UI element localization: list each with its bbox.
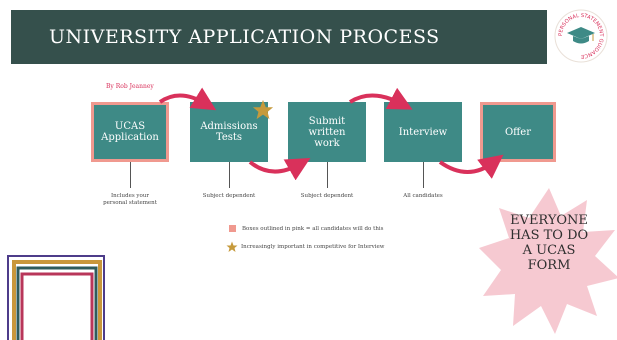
title-bar: UNIVERSITY APPLICATION PROCESS bbox=[11, 10, 547, 64]
note-interview: All candidates bbox=[403, 193, 443, 199]
note-tests: Subject dependent bbox=[202, 193, 256, 199]
callout-text: EVERYONE HAS TO DO A UCAS FORM bbox=[509, 213, 589, 273]
legend-pink: Boxes outlined in pink = all candidates … bbox=[229, 225, 383, 232]
page-title: UNIVERSITY APPLICATION PROCESS bbox=[49, 26, 440, 48]
stem-tests bbox=[229, 162, 230, 188]
step-admissions-tests: Admissions Tests bbox=[190, 102, 268, 162]
step-submit-written-work: Submit written work bbox=[288, 102, 366, 162]
star-icon bbox=[226, 241, 238, 252]
starburst-shape bbox=[479, 188, 617, 334]
note-written: Subject dependent bbox=[300, 193, 354, 199]
arrow-written-to-interview bbox=[348, 87, 413, 110]
stem-written bbox=[327, 162, 328, 188]
arrow-tests-to-written bbox=[248, 158, 311, 181]
stem-ucas bbox=[130, 162, 131, 188]
corner-stripes bbox=[7, 255, 105, 340]
star-icon bbox=[252, 99, 274, 120]
stem-interview bbox=[423, 162, 424, 188]
graduation-cap-icon bbox=[567, 27, 595, 44]
step-interview: Interview bbox=[384, 102, 462, 162]
pink-swatch bbox=[229, 225, 236, 232]
note-ucas: Includes your personal statement bbox=[103, 193, 157, 206]
logo: PERSONAL STATEMENT GUIDANCE bbox=[554, 9, 608, 63]
legend-pink-text: Boxes outlined in pink = all candidates … bbox=[242, 225, 384, 232]
arrow-interview-to-offer bbox=[438, 154, 504, 179]
byline: By Rob Jeanney bbox=[106, 83, 154, 90]
legend-star-text: Increasingly important in competitive fo… bbox=[241, 244, 385, 250]
step-offer: Offer bbox=[480, 102, 556, 162]
step-ucas-application: UCAS Application bbox=[91, 102, 169, 162]
legend-star: Increasingly important in competitive fo… bbox=[226, 241, 385, 253]
arrow-ucas-to-tests bbox=[158, 87, 217, 111]
